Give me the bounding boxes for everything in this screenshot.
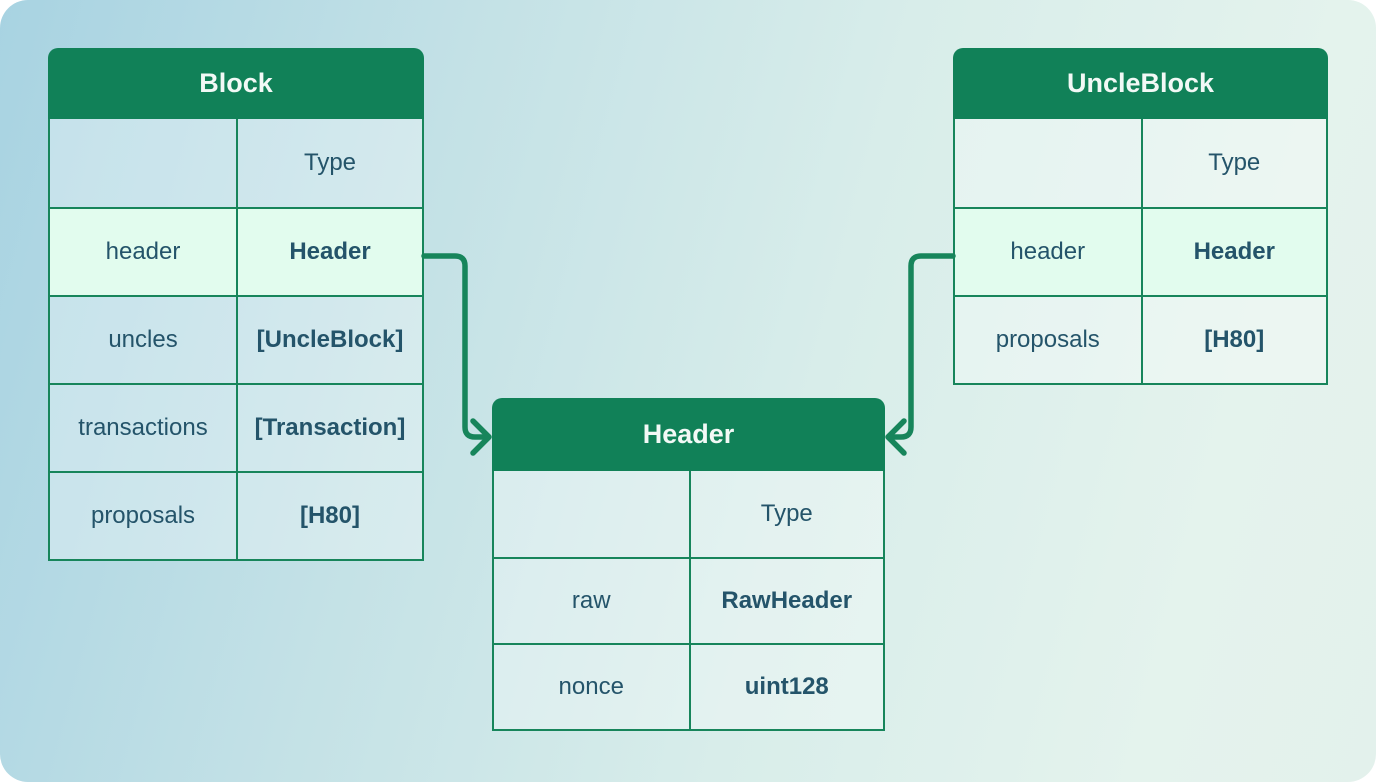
entity-table-uncleblock: UncleBlock Type header Header proposals … [953, 48, 1328, 385]
type-cell: Header [236, 207, 422, 295]
type-cell: [H80] [1140, 295, 1326, 383]
field-cell-empty [494, 471, 689, 557]
entity-table-block: Block Type header Header uncles [UncleBl… [48, 48, 424, 561]
field-cell: uncles [50, 295, 236, 383]
entity-body: Type header Header uncles [UncleBlock] t… [48, 119, 424, 561]
field-cell: header [955, 207, 1141, 295]
field-cell-empty [955, 119, 1141, 207]
field-cell-empty [50, 119, 236, 207]
type-column-header: Type [688, 471, 883, 557]
field-cell: nonce [494, 643, 689, 729]
connector-uncleblock-to-header [889, 253, 956, 440]
field-cell: header [50, 207, 236, 295]
type-cell: uint128 [688, 643, 883, 729]
entity-title: Header [492, 398, 885, 471]
arrow-right-icon [470, 418, 492, 456]
type-cell: [Transaction] [236, 383, 422, 471]
type-column-header: Type [236, 119, 422, 207]
entity-title: UncleBlock [953, 48, 1328, 119]
entity-body: Type raw RawHeader nonce uint128 [492, 471, 885, 731]
type-cell: [UncleBlock] [236, 295, 422, 383]
arrow-left-icon [885, 418, 907, 456]
connector-block-to-header [421, 253, 487, 440]
type-column-header: Type [1140, 119, 1326, 207]
type-cell: [H80] [236, 471, 422, 559]
entity-table-header: Header Type raw RawHeader nonce uint128 [492, 398, 885, 731]
entity-body: Type header Header proposals [H80] [953, 119, 1328, 385]
field-cell: proposals [955, 295, 1141, 383]
field-cell: proposals [50, 471, 236, 559]
field-cell: raw [494, 557, 689, 643]
entity-title: Block [48, 48, 424, 119]
type-cell: RawHeader [688, 557, 883, 643]
field-cell: transactions [50, 383, 236, 471]
type-cell: Header [1140, 207, 1326, 295]
